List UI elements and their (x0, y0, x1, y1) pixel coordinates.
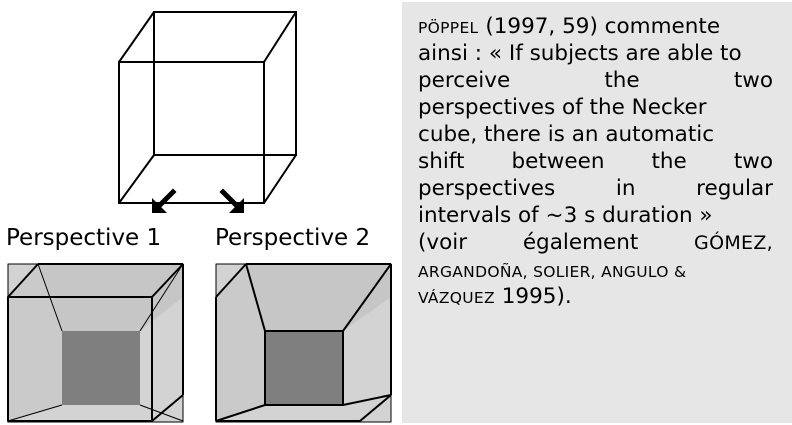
text-word: two (733, 68, 773, 93)
necker-cube-figure: Perspective 1 Perspective 2 (6, 11, 392, 423)
text-word: également (522, 230, 639, 255)
text-line-7: perspectives in regular (418, 176, 773, 202)
text-line-8: intervals of ~3 s duration » (418, 203, 713, 228)
perspective-1-label: Perspective 1 (6, 225, 162, 251)
text-line-11: Vázquez 1995). (418, 284, 572, 311)
arrow-down-left-icon (152, 188, 177, 213)
author-names: Argandoña, Solier, Angulo & (418, 263, 687, 281)
author-name: Vázquez (418, 289, 495, 307)
text-line-3: perceive the two (418, 68, 773, 94)
text-word: perspectives (418, 176, 556, 201)
perspective-2-label: Perspective 2 (215, 225, 371, 251)
author-name: Gómez, (694, 232, 773, 254)
text-line-1: Pöppel (1997, 59) commente (418, 14, 720, 41)
text-word: the (651, 149, 687, 174)
text-word: the (604, 68, 640, 93)
text-word: two (733, 149, 773, 174)
perspective-2-cube (215, 263, 392, 423)
text-word: in (615, 176, 636, 201)
text-fragment: (1997, 59) commente (478, 14, 721, 39)
necker-cube-wireframe (118, 11, 297, 204)
text-fragment: 1995). (494, 284, 572, 309)
text-word: regular (696, 176, 773, 201)
text-word: perceive (418, 68, 511, 93)
text-line-6: shift between the two (418, 149, 773, 175)
perspective-1-cube (7, 263, 184, 423)
text-line-4: perspectives of the Necker (418, 95, 707, 120)
text-word: between (511, 149, 605, 174)
text-line-9: (voir également Gómez, (418, 230, 773, 256)
text-line-2: ainsi : « If subjects are able to (418, 41, 742, 66)
text-word: (voir (418, 230, 468, 255)
text-line-10: Argandoña, Solier, Angulo & (418, 258, 686, 285)
author-name: Pöppel (418, 19, 479, 37)
necker-cube-drawing (7, 11, 392, 423)
text-word: shift (418, 149, 465, 174)
arrow-down-right-icon (219, 188, 244, 213)
quote-text-box: Pöppel (1997, 59) commente ainsi : « If … (402, 2, 792, 423)
text-line-5: cube, there is an automatic (418, 122, 715, 147)
